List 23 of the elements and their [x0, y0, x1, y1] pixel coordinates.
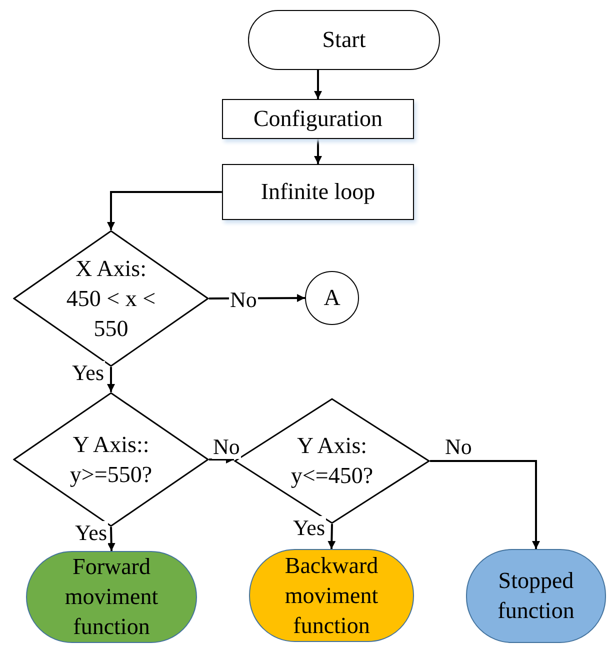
- arrow: [314, 139, 322, 164]
- node-text: Infinite loop: [260, 178, 376, 206]
- arrow: [209, 456, 234, 464]
- node-text: X Axis: 450 < x < 550: [65, 254, 157, 342]
- arrow: [314, 70, 322, 99]
- arrow: [107, 526, 116, 552]
- node-text: Y Axis: y<=450?: [290, 432, 374, 490]
- node-text: Start: [322, 26, 366, 54]
- node-text: Backward moviment function: [284, 552, 380, 640]
- arrow: [328, 524, 336, 550]
- decision-diamond: [13, 392, 209, 527]
- node-text: Configuration: [253, 105, 383, 133]
- arrow: [107, 367, 115, 392]
- node-text: Stopped function: [496, 567, 576, 625]
- node-text: Forward moviment function: [64, 553, 160, 641]
- process-box: [222, 164, 414, 220]
- node-text: A: [324, 284, 340, 312]
- edge-label: Yes: [74, 521, 108, 545]
- arrow: [107, 191, 222, 230]
- arrow: [430, 460, 540, 549]
- decision-diamond: [13, 230, 209, 367]
- node-text: Y Axis:: y>=550?: [68, 430, 154, 489]
- process-box: [222, 99, 414, 139]
